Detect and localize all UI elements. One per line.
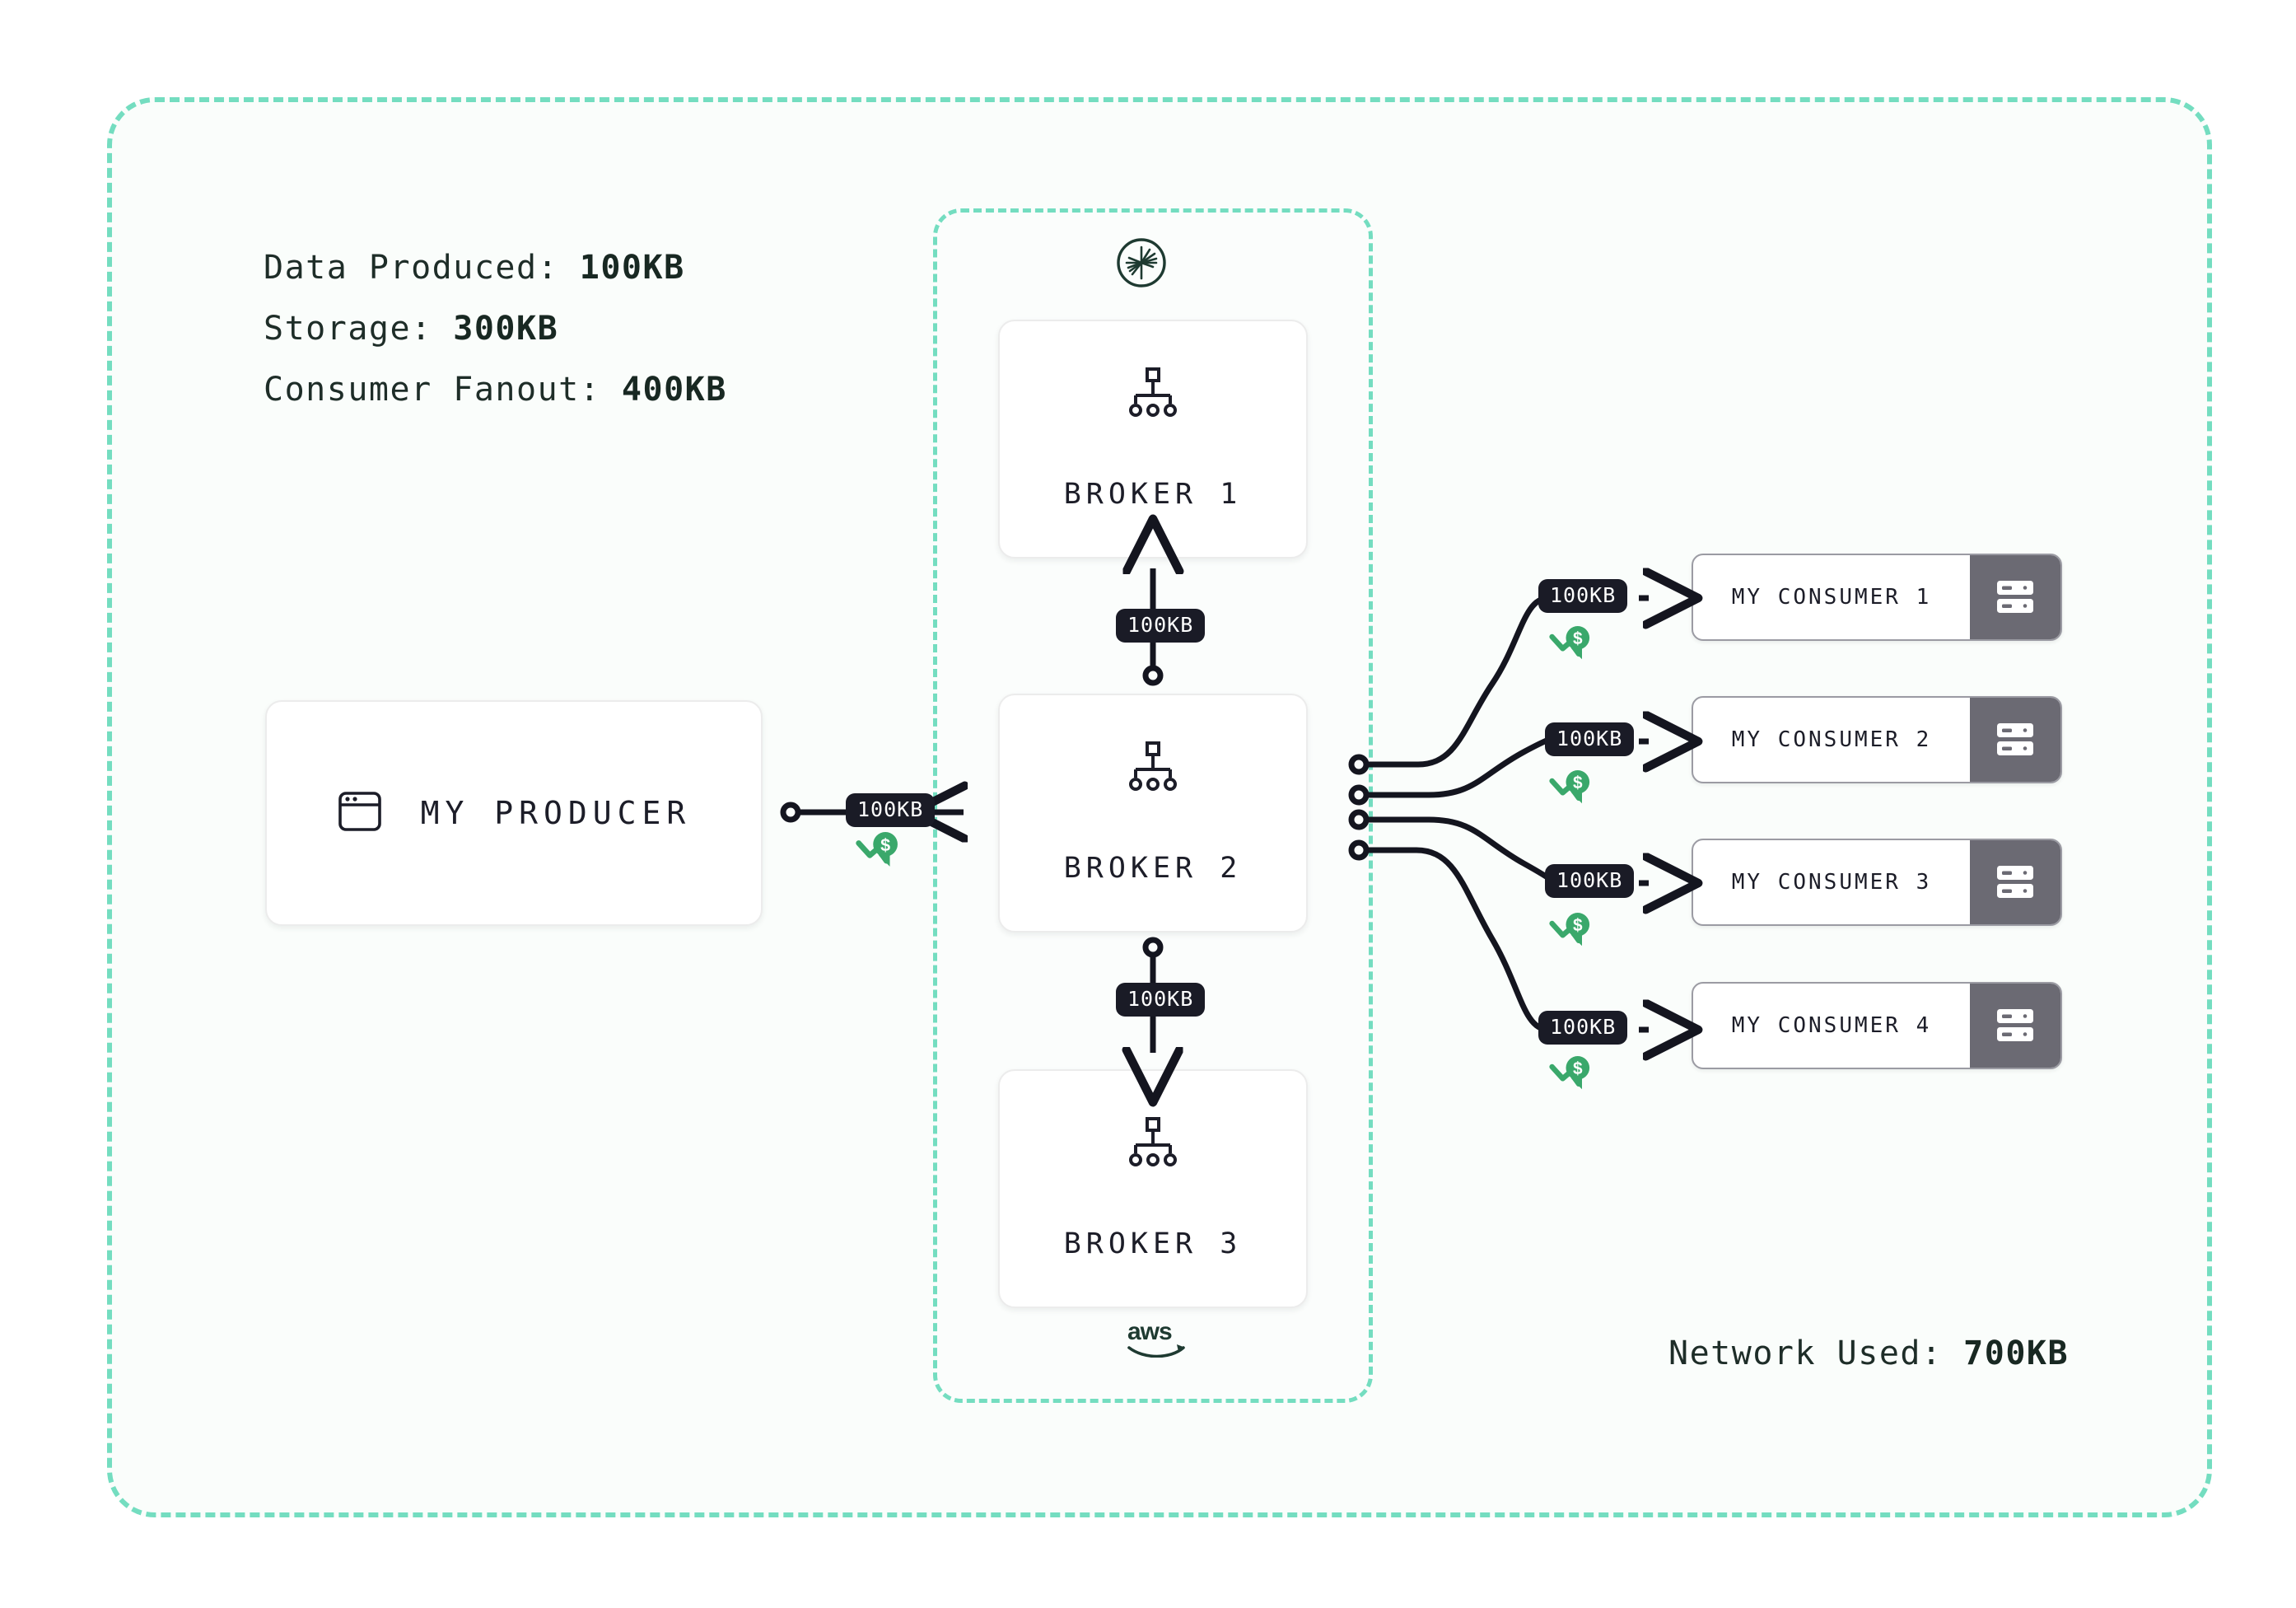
badge-replication-up: 100KB (1116, 609, 1206, 643)
stat-label: Data Produced: (264, 249, 580, 287)
badge-replication-down: 100KB (1116, 983, 1206, 1017)
broker-1-node[interactable]: BROKER 1 (998, 320, 1308, 559)
network-used-stat: Network Used: 700KB (1668, 1335, 2069, 1372)
badge-consumer-3: 100KB (1545, 864, 1635, 898)
badge-producer-egress: 100KB (846, 793, 936, 827)
svg-text:aws: aws (1127, 1318, 1172, 1345)
sitemap-icon (1126, 1117, 1180, 1171)
server-rack-icon (1970, 555, 2060, 639)
stats-block: Data Produced: 100KB Storage: 300KB Cons… (264, 237, 727, 420)
broker-3-label: BROKER 3 (1063, 1227, 1243, 1260)
broker-1-label: BROKER 1 (1063, 478, 1243, 511)
consumer-1-label: MY CONSUMER 1 (1731, 585, 1932, 610)
server-rack-icon (1970, 840, 2060, 924)
sitemap-icon (1126, 741, 1180, 796)
badge-consumer-1: 100KB (1538, 579, 1628, 613)
stat-storage: Storage: 300KB (264, 298, 727, 359)
server-rack-icon (1970, 984, 2060, 1068)
stat-label: Consumer Fanout: (264, 371, 622, 409)
consumer-4-node[interactable]: MY CONSUMER 4 (1692, 982, 2062, 1069)
network-used-label: Network Used: (1668, 1335, 1964, 1372)
consumer-3-node[interactable]: MY CONSUMER 3 (1692, 839, 2062, 926)
broker-2-node[interactable]: BROKER 2 (998, 694, 1308, 933)
automq-starburst-icon (1116, 237, 1167, 292)
stat-value: 100KB (579, 249, 685, 287)
browser-window-icon (337, 788, 383, 838)
consumer-2-label: MY CONSUMER 2 (1731, 727, 1932, 752)
broker-2-label: BROKER 2 (1063, 852, 1243, 885)
sitemap-icon (1126, 367, 1180, 422)
badge-consumer-2: 100KB (1545, 722, 1635, 756)
broker-3-node[interactable]: BROKER 3 (998, 1069, 1308, 1308)
producer-node[interactable]: MY PRODUCER (265, 700, 763, 926)
stat-consumer-fanout: Consumer Fanout: 400KB (264, 359, 727, 420)
consumer-3-label: MY CONSUMER 3 (1731, 870, 1932, 895)
stat-value: 300KB (453, 310, 559, 348)
consumer-1-node[interactable]: MY CONSUMER 1 (1692, 554, 2062, 641)
badge-consumer-4: 100KB (1538, 1011, 1628, 1045)
network-used-value: 700KB (1963, 1335, 2070, 1372)
aws-logo-icon: aws (1126, 1318, 1188, 1361)
stat-data-produced: Data Produced: 100KB (264, 237, 727, 298)
stat-label: Storage: (264, 310, 454, 348)
stat-value: 400KB (621, 371, 727, 409)
producer-label: MY PRODUCER (420, 795, 692, 831)
consumer-2-node[interactable]: MY CONSUMER 2 (1692, 696, 2062, 783)
consumer-4-label: MY CONSUMER 4 (1731, 1013, 1932, 1038)
server-rack-icon (1970, 698, 2060, 782)
